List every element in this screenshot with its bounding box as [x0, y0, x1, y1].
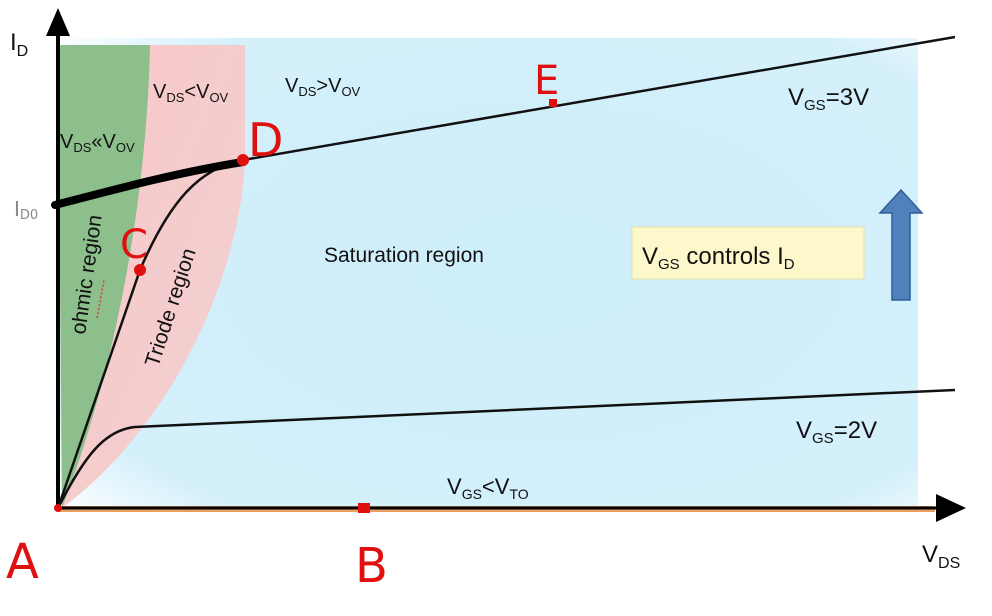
vgs-3v-label: VGS=3V — [788, 84, 869, 114]
vgs-below-vto-label: VGS<VTO — [447, 474, 529, 502]
point-c-label: C — [120, 222, 148, 268]
saturation-region-label: Saturation region — [324, 244, 484, 267]
point-c-marker — [134, 264, 146, 276]
increase-arrow-icon — [878, 188, 924, 301]
callout-text: VGS controls ID — [642, 243, 795, 273]
point-b-label: B — [355, 538, 388, 594]
point-b-marker — [358, 503, 370, 513]
y-axis-arrowhead — [46, 8, 70, 36]
y-axis-label: ID — [10, 29, 28, 60]
id0-label: ID0 — [14, 197, 38, 223]
x-axis-label: VDS — [922, 541, 960, 572]
point-e-label: E — [534, 58, 559, 104]
callout-box — [631, 226, 865, 280]
point-e-marker — [549, 99, 557, 107]
saturation-condition-label: VDS>VOV — [285, 75, 361, 99]
ohmic-underline — [96, 279, 105, 319]
point-d-marker — [237, 154, 249, 166]
vgs-2v-label: VGS=2V — [796, 417, 877, 447]
ohmic-condition-label: VDS«VOV — [60, 131, 135, 155]
point-a-label: A — [6, 534, 39, 590]
point-a-marker — [54, 504, 62, 512]
x-axis-arrowhead — [936, 494, 966, 522]
point-d-label: D — [248, 113, 283, 167]
triode-condition-label: VDS<VOV — [153, 81, 229, 105]
ohmic-region-fill — [58, 45, 150, 508]
id0-thick-line — [51, 158, 247, 209]
vgs-2v-curve — [56, 388, 956, 509]
